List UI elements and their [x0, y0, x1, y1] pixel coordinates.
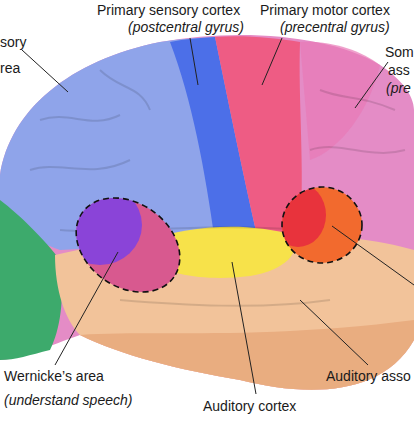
sulcus-line	[310, 147, 405, 153]
region-label: Som	[385, 44, 414, 60]
broca-core	[270, 183, 326, 247]
region-label: Auditory cortex	[203, 398, 296, 414]
temporal-shading	[80, 320, 414, 390]
region-label: (understand speech)	[4, 392, 132, 408]
wernicke-core	[58, 185, 142, 265]
sulcus-line	[30, 160, 130, 170]
region-label: Auditory asso	[326, 368, 411, 384]
region-label: ass	[388, 62, 410, 78]
leader-line	[262, 38, 282, 85]
wernicke-outline	[58, 178, 198, 311]
sulcus-line	[40, 115, 120, 121]
region-label: sory	[0, 34, 26, 50]
frontal-lobe	[0, 35, 414, 390]
leader-line	[300, 300, 368, 365]
sulcus-line	[320, 90, 395, 110]
broca-region	[270, 183, 362, 263]
occipital-lobe	[0, 200, 62, 360]
gyri-texture	[30, 70, 405, 306]
region-label: (postcentral gyrus)	[128, 19, 244, 35]
leader-line	[355, 62, 388, 108]
broca-outline	[282, 187, 362, 263]
leader-line	[55, 252, 118, 365]
leader-line	[190, 38, 198, 85]
leader-line	[232, 262, 256, 394]
region-label: Wernicke’s area	[4, 368, 104, 384]
leader-lines	[22, 38, 414, 394]
region-label: Primary sensory cortex	[97, 2, 240, 18]
region-label: (precentral gyrus)	[280, 19, 390, 35]
wernicke-region	[58, 178, 198, 311]
region-label: Primary motor cortex	[260, 2, 390, 18]
region-label: (pre	[386, 80, 411, 96]
leader-line	[22, 50, 68, 92]
sulcus-line	[100, 70, 150, 110]
region-label: rea	[0, 60, 20, 76]
wernicke-fill	[58, 178, 198, 311]
leader-line	[332, 226, 414, 285]
sulcus-line	[120, 300, 330, 306]
